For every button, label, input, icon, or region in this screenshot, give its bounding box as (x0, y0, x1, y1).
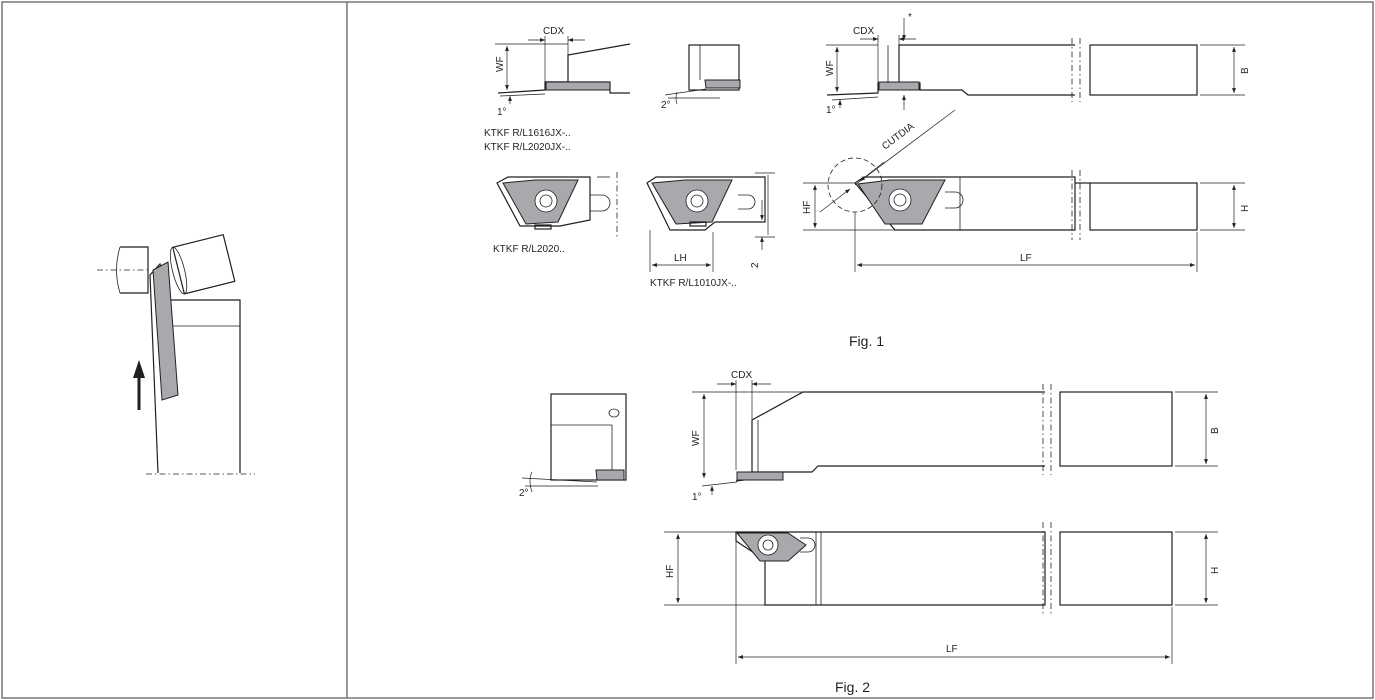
fig1-side-view-main: CUTDIA HF H LF (802, 109, 1251, 272)
operation-sketch (97, 233, 255, 475)
cdx-label: CDX (543, 26, 564, 37)
fig1-side-view-1010: 2 LH KTKF R/L1010JX-.. (646, 172, 775, 289)
wf-label-main: WF (825, 60, 836, 76)
dim-2-label: 2 (750, 262, 761, 268)
model-1616: KTKF R/L1616JX-.. (484, 128, 571, 139)
fig2-top-view: CDX WF B 1° (691, 370, 1221, 503)
angle-1-fig2: 1° (692, 492, 702, 503)
star-mark: * (908, 12, 912, 23)
cdx-label-fig2: CDX (731, 370, 752, 381)
cdx-label-main: CDX (853, 26, 874, 37)
lf-label-fig2: LF (946, 644, 958, 655)
fig1-side-view-2020: KTKF R/L2020.. (493, 172, 618, 255)
cutdia-label: CUTDIA (880, 121, 917, 152)
fig1-top-view-main: CDX * WF B 1° (825, 12, 1251, 116)
lf-label: LF (1020, 253, 1032, 264)
wf-label: WF (495, 56, 506, 72)
b-label-fig2: B (1210, 427, 1221, 434)
angle-2: 2° (661, 100, 671, 111)
wf-label-fig2: WF (691, 430, 702, 446)
lh-label: LH (674, 253, 687, 264)
h-label-fig2: H (1210, 567, 1221, 574)
angle-2-fig2: 2° (519, 488, 529, 499)
fig1-caption: Fig. 1 (849, 333, 884, 349)
model-2020jx: KTKF R/L2020JX-.. (484, 142, 571, 153)
angle-1-main: 1° (826, 105, 836, 116)
h-label: H (1240, 205, 1251, 212)
fig1-top-view-small: CDX WF 1° KTKF R/L1616JX-.. KTKF R/L2020… (484, 26, 631, 153)
fig2-side-view: HF H LF (664, 522, 1221, 664)
model-2020: KTKF R/L2020.. (493, 244, 565, 255)
fig2-end-view: 2° (519, 393, 627, 499)
angle-1: 1° (497, 107, 507, 118)
model-1010: KTKF R/L1010JX-.. (650, 278, 737, 289)
hf-label-fig2: HF (665, 565, 676, 578)
fig1-end-view: 2° (661, 44, 741, 111)
b-label: B (1240, 67, 1251, 74)
fig2-caption: Fig. 2 (835, 679, 870, 695)
hf-label: HF (802, 201, 813, 214)
